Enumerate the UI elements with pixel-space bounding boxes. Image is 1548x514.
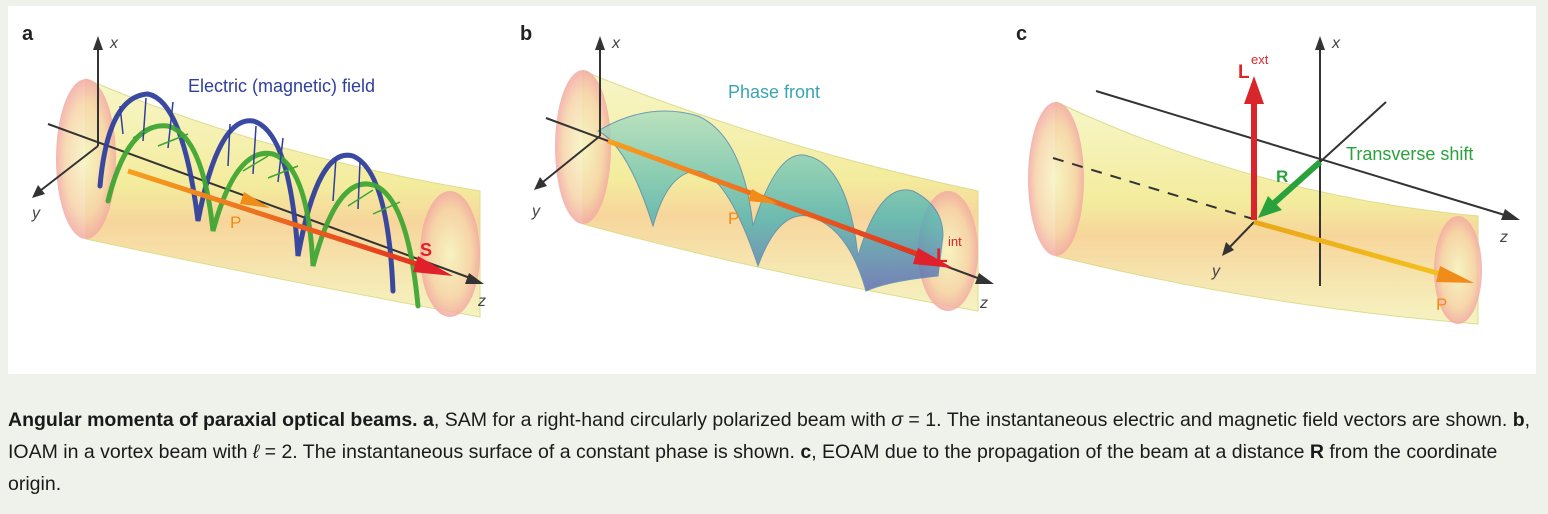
y-axis-a-label: y [31, 205, 41, 222]
external-oam-arrowhead [1244, 76, 1264, 104]
y-axis-b [537, 135, 601, 187]
caption-a-text-1: , SAM for a right-hand circularly polari… [433, 409, 892, 431]
panel-b: b x y z P L int Phase front [520, 23, 994, 312]
x-axis-b-label: x [611, 35, 621, 52]
magnetic-field-vectors [132, 125, 401, 215]
poynting-shaft-a [127, 168, 424, 269]
momentum-arrowhead-b [748, 189, 778, 204]
beam-c-entrance [1028, 102, 1084, 256]
external-oam-superscript: ext [1251, 52, 1269, 67]
panel-b-letter: b [520, 23, 532, 45]
magnetic-field-helix [105, 123, 421, 309]
z-axis-c [1095, 90, 1509, 217]
x-axis-a-label: x [109, 35, 119, 52]
caption-title: Angular momenta of paraxial optical beam… [8, 409, 418, 431]
caption-ell: ℓ [252, 441, 260, 463]
intrinsic-oam-label: L [936, 246, 948, 267]
phase-front-label: Phase front [728, 82, 820, 102]
z-axis-a-arrow [465, 273, 484, 284]
beam-b-entrance [555, 70, 611, 224]
figure-caption: Angular momenta of paraxial optical beam… [8, 404, 1542, 500]
beam-c-exit [1434, 216, 1482, 324]
caption-R: R [1309, 441, 1324, 463]
caption-b-letter: b [1512, 409, 1525, 431]
x-axis-b-arrow [595, 36, 605, 50]
caption-a-letter: a [423, 409, 434, 431]
intrinsic-oam-superscript: int [948, 234, 962, 249]
y-axis-c-back [1319, 101, 1387, 163]
caption-a-text-2: = 1. The instantaneous electric and magn… [903, 409, 1513, 431]
electric-field-vectors [119, 97, 361, 210]
z-axis-c-label: z [1499, 229, 1508, 246]
momentum-label-b: P [728, 209, 739, 228]
transverse-shift-label: Transverse shift [1346, 144, 1473, 164]
y-axis-c-label: y [1211, 263, 1221, 280]
electric-field-helix [97, 91, 396, 294]
transverse-shift-shaft [1271, 159, 1322, 207]
z-axis-b-arrow [975, 273, 994, 284]
panel-a: a x y z P [22, 23, 486, 318]
beam-axis-dashed [1052, 157, 1254, 220]
panel-a-letter: a [22, 23, 34, 45]
x-axis-c-arrow [1315, 36, 1325, 50]
transverse-shift-vector-label: R [1276, 167, 1288, 186]
panel-c-letter: c [1016, 23, 1027, 45]
momentum-label-c: P [1436, 295, 1447, 314]
y-axis-a-arrow [32, 185, 45, 198]
transverse-shift-arrowhead [1258, 196, 1282, 218]
y-axis-b-label: y [531, 203, 541, 220]
caption-b-text-2: = 2. The instantaneous surface of a cons… [259, 441, 801, 463]
caption-c-text-1: , EOAM due to the propagation of the bea… [811, 441, 1310, 463]
z-axis-a [47, 123, 474, 280]
momentum-shaft-c [1253, 219, 1449, 279]
momentum-arrowhead-a [240, 192, 270, 208]
electric-field-label: Electric (magnetic) field [188, 76, 375, 96]
beam-a-exit [420, 191, 480, 317]
z-axis-b-label: z [979, 295, 988, 312]
x-axis-c-label: x [1331, 35, 1341, 52]
spin-label: S [420, 240, 432, 260]
intrinsic-oam-arrowhead [913, 248, 953, 268]
caption-c-text-2: from the coordinate origin. [8, 441, 1498, 495]
z-axis-c-arrow [1501, 209, 1520, 220]
caption-c-letter: c [800, 441, 812, 463]
figure: a x y z P [8, 6, 1536, 374]
momentum-arrowhead-c [1436, 266, 1474, 283]
y-axis-a [35, 145, 99, 195]
x-axis-a-arrow [93, 36, 103, 50]
caption-sigma: σ [891, 409, 904, 431]
y-axis-c [1225, 221, 1255, 252]
panel-c: c z x y L ext R Transverse shift P [1016, 23, 1520, 325]
y-axis-b-arrow [534, 177, 547, 190]
y-axis-c-arrow [1222, 242, 1234, 256]
spin-arrowhead [413, 256, 453, 276]
momentum-label-a: P [230, 213, 241, 232]
beam-a-entrance [56, 79, 116, 239]
caption-b-text-1: , IOAM in a vortex beam with [8, 409, 1531, 463]
figure-canvas: a x y z P [22, 23, 1520, 325]
z-axis-a-label: z [477, 293, 486, 310]
external-oam-label: L [1238, 62, 1250, 83]
